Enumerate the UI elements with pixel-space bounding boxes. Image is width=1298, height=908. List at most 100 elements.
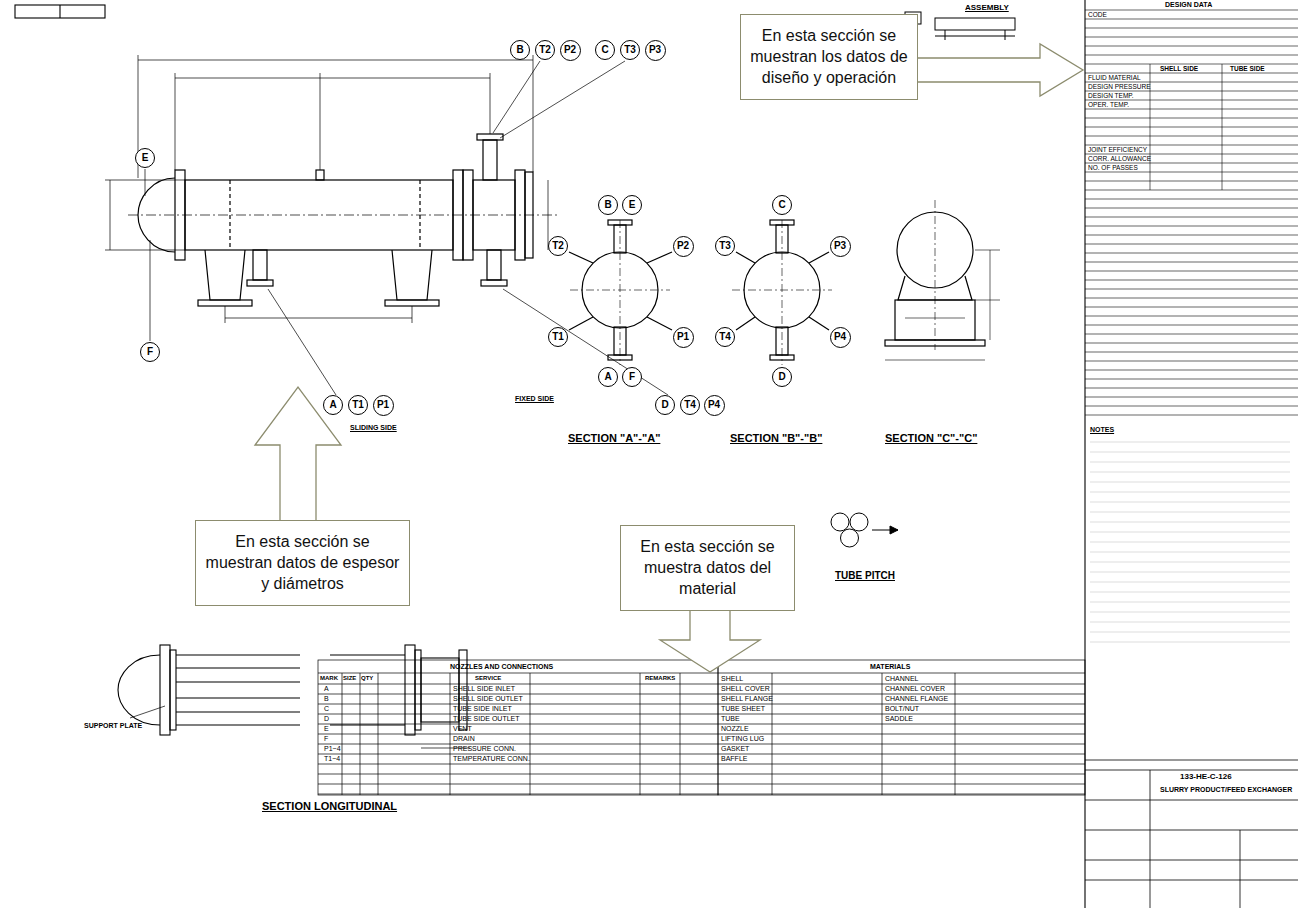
callout-box: En esta sección se muestran los datos de… — [740, 14, 918, 100]
section-c-drawing — [975, 250, 1000, 251]
exchanger-elevation — [483, 140, 497, 180]
section-b-drawing — [782, 220, 783, 365]
table-cell: JOINT EFFICIENCY — [1088, 146, 1147, 153]
longitudinal-section-drawing — [176, 711, 300, 712]
dimension-lines — [175, 73, 176, 170]
design-data-grid — [1085, 397, 1298, 398]
drawing-label: MATERIALS — [870, 663, 910, 671]
callout-number: B — [604, 200, 611, 210]
callout-number: T3 — [624, 45, 636, 55]
callout-number: F — [147, 347, 153, 357]
title-block — [1085, 830, 1298, 831]
callout-number: P1 — [377, 400, 389, 410]
notes-lines — [1090, 612, 1290, 613]
section-c-drawing — [895, 300, 975, 340]
tube-pitch-symbol — [890, 526, 898, 534]
callout-number: C — [778, 200, 785, 210]
design-data-grid — [1085, 361, 1298, 362]
callout-number: E — [629, 200, 636, 210]
tables-grid — [318, 754, 1085, 755]
design-data-grid — [1085, 388, 1298, 389]
section-b-drawing — [776, 327, 788, 355]
tables-grid — [318, 764, 1085, 765]
design-data-grid — [1085, 208, 1298, 209]
callout-circle: P3 — [830, 236, 851, 257]
callout-number: B — [516, 45, 523, 55]
callout-box: En esta sección se muestra datos del mat… — [620, 525, 795, 611]
callout-circle: P1 — [673, 327, 694, 348]
title-block — [1150, 770, 1151, 908]
table-cell: E — [324, 725, 329, 733]
design-data-grid — [1085, 127, 1298, 128]
drawing-label: TUBE PITCH — [835, 570, 895, 582]
section-c-drawing — [975, 300, 1000, 301]
table-cell: TUBE SIDE — [1230, 65, 1265, 72]
table-cell: OPER. TEMP. — [1088, 101, 1129, 108]
tube-pitch-symbol — [841, 529, 859, 547]
exchanger-elevation — [247, 280, 273, 286]
drawing-label: 133-HE-C-126 — [1180, 772, 1232, 781]
table-cell: SHELL SIDE INLET — [453, 685, 515, 693]
table-cell: TUBE SHEET — [721, 705, 765, 713]
tube-pitch-symbol — [850, 513, 868, 531]
exchanger-elevation — [138, 134, 533, 306]
notes-lines — [1090, 472, 1290, 473]
section-b-drawing — [809, 252, 829, 263]
section-a-drawing — [569, 317, 593, 330]
assembly-sketch — [905, 12, 1015, 40]
callout-number: P2 — [564, 45, 576, 55]
table-cell: SERVICE — [475, 675, 501, 682]
tables-grid — [318, 774, 1085, 775]
callout-number: P4 — [834, 332, 846, 342]
section-a-drawing — [608, 355, 632, 360]
design-data-grid — [1085, 352, 1298, 353]
table-cell: PRESSURE CONN. — [453, 745, 516, 753]
notes-lines — [1090, 602, 1290, 603]
title-block — [1085, 880, 1298, 881]
callout-arrows — [917, 44, 1083, 96]
drawing-label: SLURRY PRODUCT/FEED EXCHANGER — [1160, 786, 1292, 794]
longitudinal-section-drawing — [405, 645, 415, 735]
drawing-label: NOTES — [1090, 426, 1114, 434]
callout-circle: P3 — [645, 40, 666, 61]
callout-circle: T3 — [715, 236, 735, 256]
notes-lines — [1090, 532, 1290, 533]
table-cell: DESIGN TEMP. — [1088, 92, 1134, 99]
design-data-grid — [1085, 217, 1298, 218]
notes-lines — [1090, 562, 1290, 563]
table-cell: NOZZLE — [721, 725, 749, 733]
dimension-lines — [138, 60, 533, 61]
longitudinal-section-drawing — [118, 655, 160, 725]
leader-lines — [500, 61, 625, 138]
sheet-frame — [15, 0, 1085, 908]
drawing-label: SECTION "B"-"B" — [730, 432, 822, 445]
design-data-grid — [1085, 64, 1298, 65]
design-data-grid — [1085, 298, 1298, 299]
longitudinal-section-drawing — [118, 645, 470, 748]
table-cell: BOLT/NUT — [885, 705, 919, 713]
drawing-label: SECTION "C"-"C" — [885, 432, 977, 445]
design-data-grid — [1085, 235, 1298, 236]
design-data-grid — [1085, 163, 1298, 164]
longitudinal-section-drawing — [170, 650, 176, 730]
design-data-grid — [1085, 10, 1298, 415]
design-data-grid — [1085, 244, 1298, 245]
tables-grid — [318, 673, 1085, 674]
notes-lines — [1090, 442, 1290, 642]
design-data-grid — [1085, 37, 1298, 38]
title-block — [1085, 860, 1298, 861]
design-data-grid — [1085, 343, 1298, 344]
table-cell: CODE — [1088, 11, 1107, 18]
notes-lines — [1090, 632, 1290, 633]
table-cell: CHANNEL — [885, 675, 918, 683]
section-b-drawing — [736, 317, 755, 330]
table-cell: SHELL COVER — [721, 685, 770, 693]
design-data-grid — [1085, 262, 1298, 263]
exchanger-elevation — [487, 250, 501, 280]
longitudinal-section-drawing — [176, 681, 300, 682]
callout-circle: P1 — [373, 395, 394, 416]
callout-circle: A — [598, 367, 618, 387]
callout-circle: D — [655, 395, 675, 415]
callout-circle: B — [510, 40, 530, 60]
tables-grid — [318, 660, 1085, 795]
